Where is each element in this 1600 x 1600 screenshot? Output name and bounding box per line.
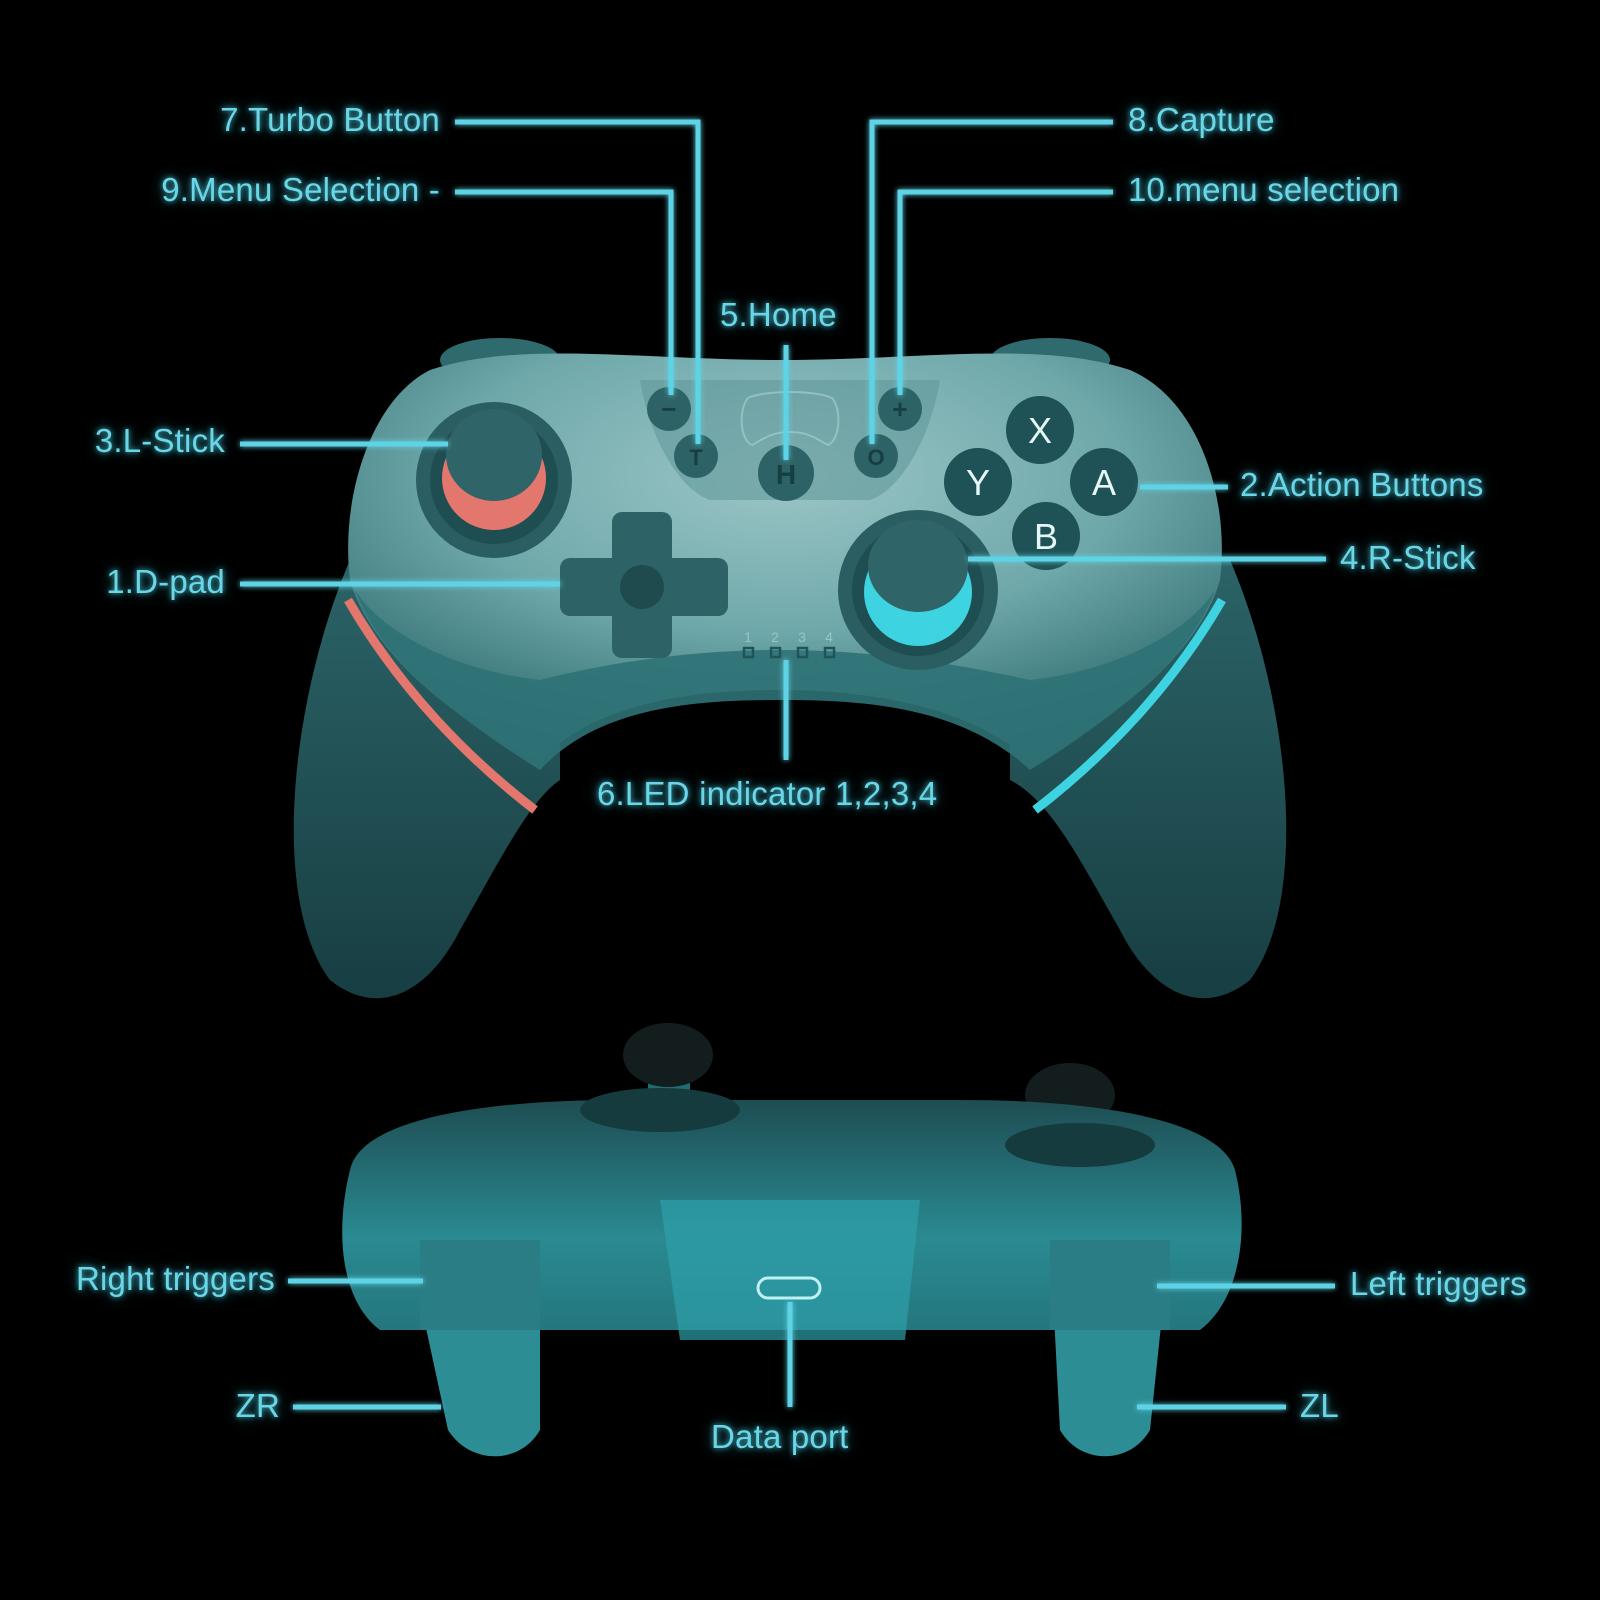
label-menu-selection-minus: 9.Menu Selection - <box>161 171 440 208</box>
a-button-glyph: A <box>1092 462 1116 503</box>
label-left-triggers: Left triggers <box>1350 1265 1527 1302</box>
label-action-buttons: 2.Action Buttons <box>1240 466 1484 503</box>
plus-button-glyph: + <box>892 394 907 424</box>
label-zr: ZR <box>235 1387 280 1424</box>
turbo-button-glyph: T <box>689 445 703 470</box>
y-button-glyph: Y <box>966 462 990 503</box>
svg-text:3: 3 <box>798 629 806 645</box>
label-zl: ZL <box>1300 1387 1339 1424</box>
label-led-indicator: 6.LED indicator 1,2,3,4 <box>597 775 938 812</box>
home-button-glyph: H <box>776 459 796 490</box>
led-numbers: 1 2 3 4 <box>744 629 833 645</box>
label-menu-selection-plus: 10.menu selection <box>1128 171 1400 208</box>
b-button-glyph: B <box>1034 516 1058 557</box>
capture-button-glyph: O <box>867 445 884 470</box>
front-controller <box>293 338 1287 999</box>
label-data-port: Data port <box>711 1418 849 1455</box>
svg-text:1: 1 <box>744 629 752 645</box>
button-glyphs: X Y A B <box>966 410 1116 557</box>
minus-button-glyph: − <box>661 394 676 424</box>
label-d-pad: 1.D-pad <box>106 563 225 600</box>
label-right-triggers: Right triggers <box>75 1260 275 1297</box>
label-l-stick: 3.L-Stick <box>94 422 225 459</box>
x-button-glyph: X <box>1028 410 1052 451</box>
top-controller <box>342 1023 1242 1457</box>
label-home: 5.Home <box>720 296 837 333</box>
label-capture: 8.Capture <box>1128 101 1275 138</box>
svg-text:2: 2 <box>771 629 779 645</box>
label-turbo-button: 7.Turbo Button <box>220 101 440 138</box>
svg-text:4: 4 <box>825 629 833 645</box>
label-r-stick: 4.R-Stick <box>1340 539 1476 576</box>
callout-lines <box>240 119 1335 1410</box>
